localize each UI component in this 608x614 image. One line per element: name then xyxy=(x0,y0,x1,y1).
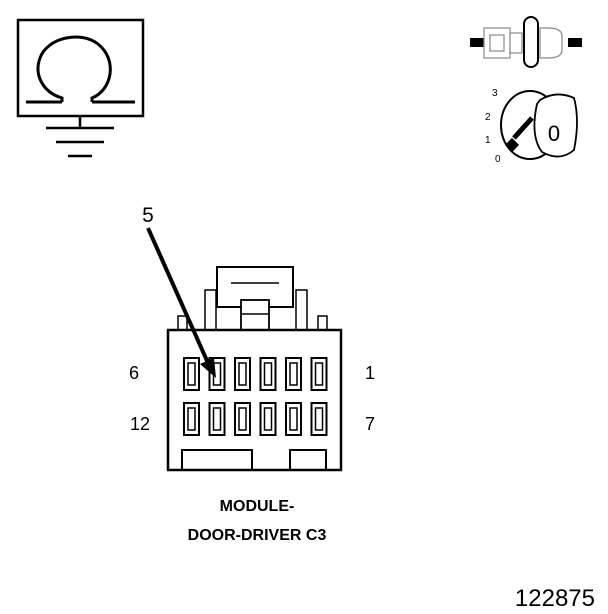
ignition-key-icon: 0 0 1 2 3 xyxy=(485,88,578,165)
figure-number: 122875 xyxy=(515,585,595,612)
pin-cavity-inner xyxy=(314,407,324,431)
pin-cavity-inner xyxy=(187,407,196,431)
pin-label-top-right: 1 xyxy=(365,363,375,383)
pin-cavity-inner xyxy=(263,407,273,431)
pin-cavity-inner xyxy=(289,362,298,386)
pin-cavity-inner xyxy=(187,362,196,386)
pin-cavity-inner xyxy=(314,362,324,386)
pin-callout-arrow xyxy=(146,227,216,378)
pin-label-top-left: 6 xyxy=(129,363,139,383)
pin-cavities xyxy=(183,357,328,436)
pin-label-bottom-left: 12 xyxy=(130,414,150,434)
ohmmeter-icon xyxy=(16,18,145,158)
key-position-label: 0 xyxy=(548,121,560,146)
connector-face xyxy=(166,266,343,472)
connector-name-line1: MODULE- xyxy=(220,498,295,515)
pin-cavity-inner xyxy=(289,407,298,431)
pin-cavity-inner xyxy=(263,362,273,386)
ignition-position-3: 3 xyxy=(492,88,498,99)
connector-name-line2: DOOR-DRIVER C3 xyxy=(188,527,327,544)
pin-label-bottom-right: 7 xyxy=(365,414,375,434)
pin-cavity-inner xyxy=(212,407,222,431)
ignition-position-0: 0 xyxy=(495,154,501,165)
ignition-position-1: 1 xyxy=(485,135,491,146)
disconnected-connector-icon xyxy=(470,16,582,68)
pin-cavity-inner xyxy=(238,362,247,386)
callout-pin-number: 5 xyxy=(142,204,154,227)
ignition-position-2: 2 xyxy=(485,112,491,123)
pin-cavity-inner xyxy=(238,407,247,431)
